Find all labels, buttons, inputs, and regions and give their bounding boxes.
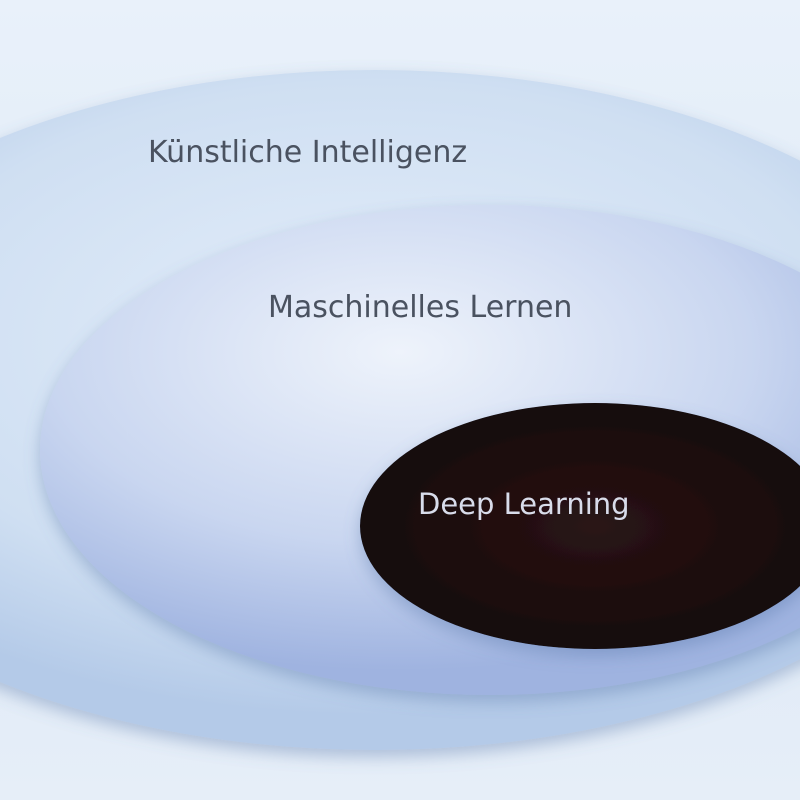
dl-label: Deep Learning [418, 487, 630, 521]
dl-ellipse [360, 403, 800, 649]
ml-label: Maschinelles Lernen [268, 290, 573, 325]
ai-label: Künstliche Intelligenz [148, 135, 468, 170]
